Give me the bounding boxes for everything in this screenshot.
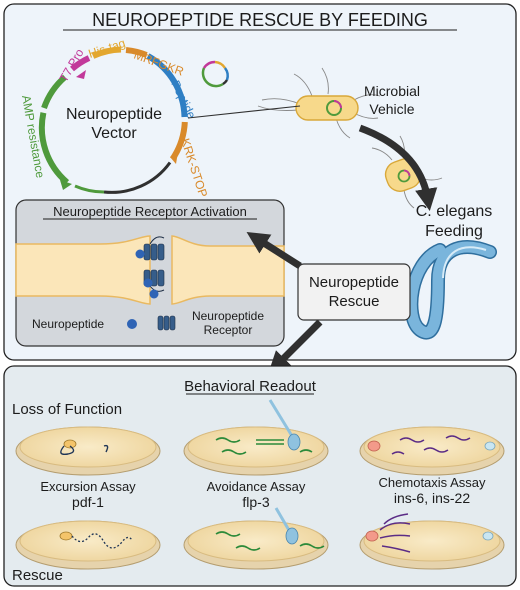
assay-genes-excursion: pdf-1	[72, 494, 104, 510]
assay-genes-chemotaxis: ins-6, ins-22	[394, 490, 470, 506]
microbial-vehicle-line2: Vehicle	[369, 101, 414, 117]
chemotaxis-loss-illustration	[367, 435, 496, 455]
rescue-to-behavior-arrow	[268, 319, 323, 374]
neuropeptide-dot	[135, 249, 145, 259]
petri-dish	[19, 520, 157, 562]
excursion-rescue-illustration	[59, 531, 133, 549]
rescue-to-receptor-arrow	[246, 231, 302, 269]
legend-neuropeptide-dot	[127, 319, 137, 329]
rescue-box-line1: Neuropeptide	[309, 274, 399, 291]
figure-title: NEUROPEPTIDE RESCUE BY FEEDING	[92, 10, 428, 30]
legend-receptor-label-line2: Receptor	[204, 323, 253, 337]
avoidance-rescue-illustration	[215, 507, 325, 551]
neuropeptide-receptor-icon	[143, 236, 165, 261]
avoidance-loss-illustration	[215, 399, 313, 455]
neuropeptide-dot	[149, 289, 159, 299]
petri-dish	[19, 426, 157, 468]
vector-to-bacterium-line	[187, 105, 301, 119]
feeding-label-line2: Feeding	[425, 223, 483, 240]
vector-label-line1: Neuropeptide	[66, 106, 162, 123]
receptor-activation-title: Neuropeptide Receptor Activation	[53, 204, 247, 219]
legend-receptor-icon	[157, 315, 176, 331]
chemotaxis-rescue-illustration	[365, 513, 494, 553]
assay-name-avoidance: Avoidance Assay	[207, 479, 306, 494]
excursion-loss-illustration	[60, 439, 109, 456]
feeding-label-line1: C. elegans	[416, 203, 493, 220]
petri-dish	[187, 520, 325, 562]
rescue-box-line2: Rescue	[329, 293, 380, 310]
legend-receptor-label-line1: Neuropeptide	[192, 309, 264, 323]
assay-name-excursion: Excursion Assay	[40, 479, 136, 494]
rescue-box	[297, 263, 411, 321]
plasmid-vector	[38, 46, 188, 194]
c-elegans-worm	[404, 240, 497, 340]
neuropeptide-dot	[143, 278, 153, 288]
small-plasmid-icon	[201, 60, 229, 88]
petri-dish	[363, 520, 501, 562]
vector-label-line2: Vector	[91, 125, 137, 142]
assay-name-chemotaxis: Chemotaxis Assay	[379, 475, 486, 490]
rescue-row-label: Rescue	[12, 567, 63, 584]
assay-genes-avoidance: flp-3	[242, 494, 269, 510]
legend-neuropeptide-label: Neuropeptide	[32, 317, 104, 331]
loss-of-function-label: Loss of Function	[12, 401, 122, 418]
behavioral-readout-title: Behavioral Readout	[184, 378, 317, 395]
bacterium-icon	[257, 67, 381, 139]
petri-dish	[187, 426, 325, 468]
petri-dish	[363, 426, 501, 468]
microbial-vehicle-line1: Microbial	[364, 83, 420, 99]
feeding-arrow	[358, 124, 438, 212]
